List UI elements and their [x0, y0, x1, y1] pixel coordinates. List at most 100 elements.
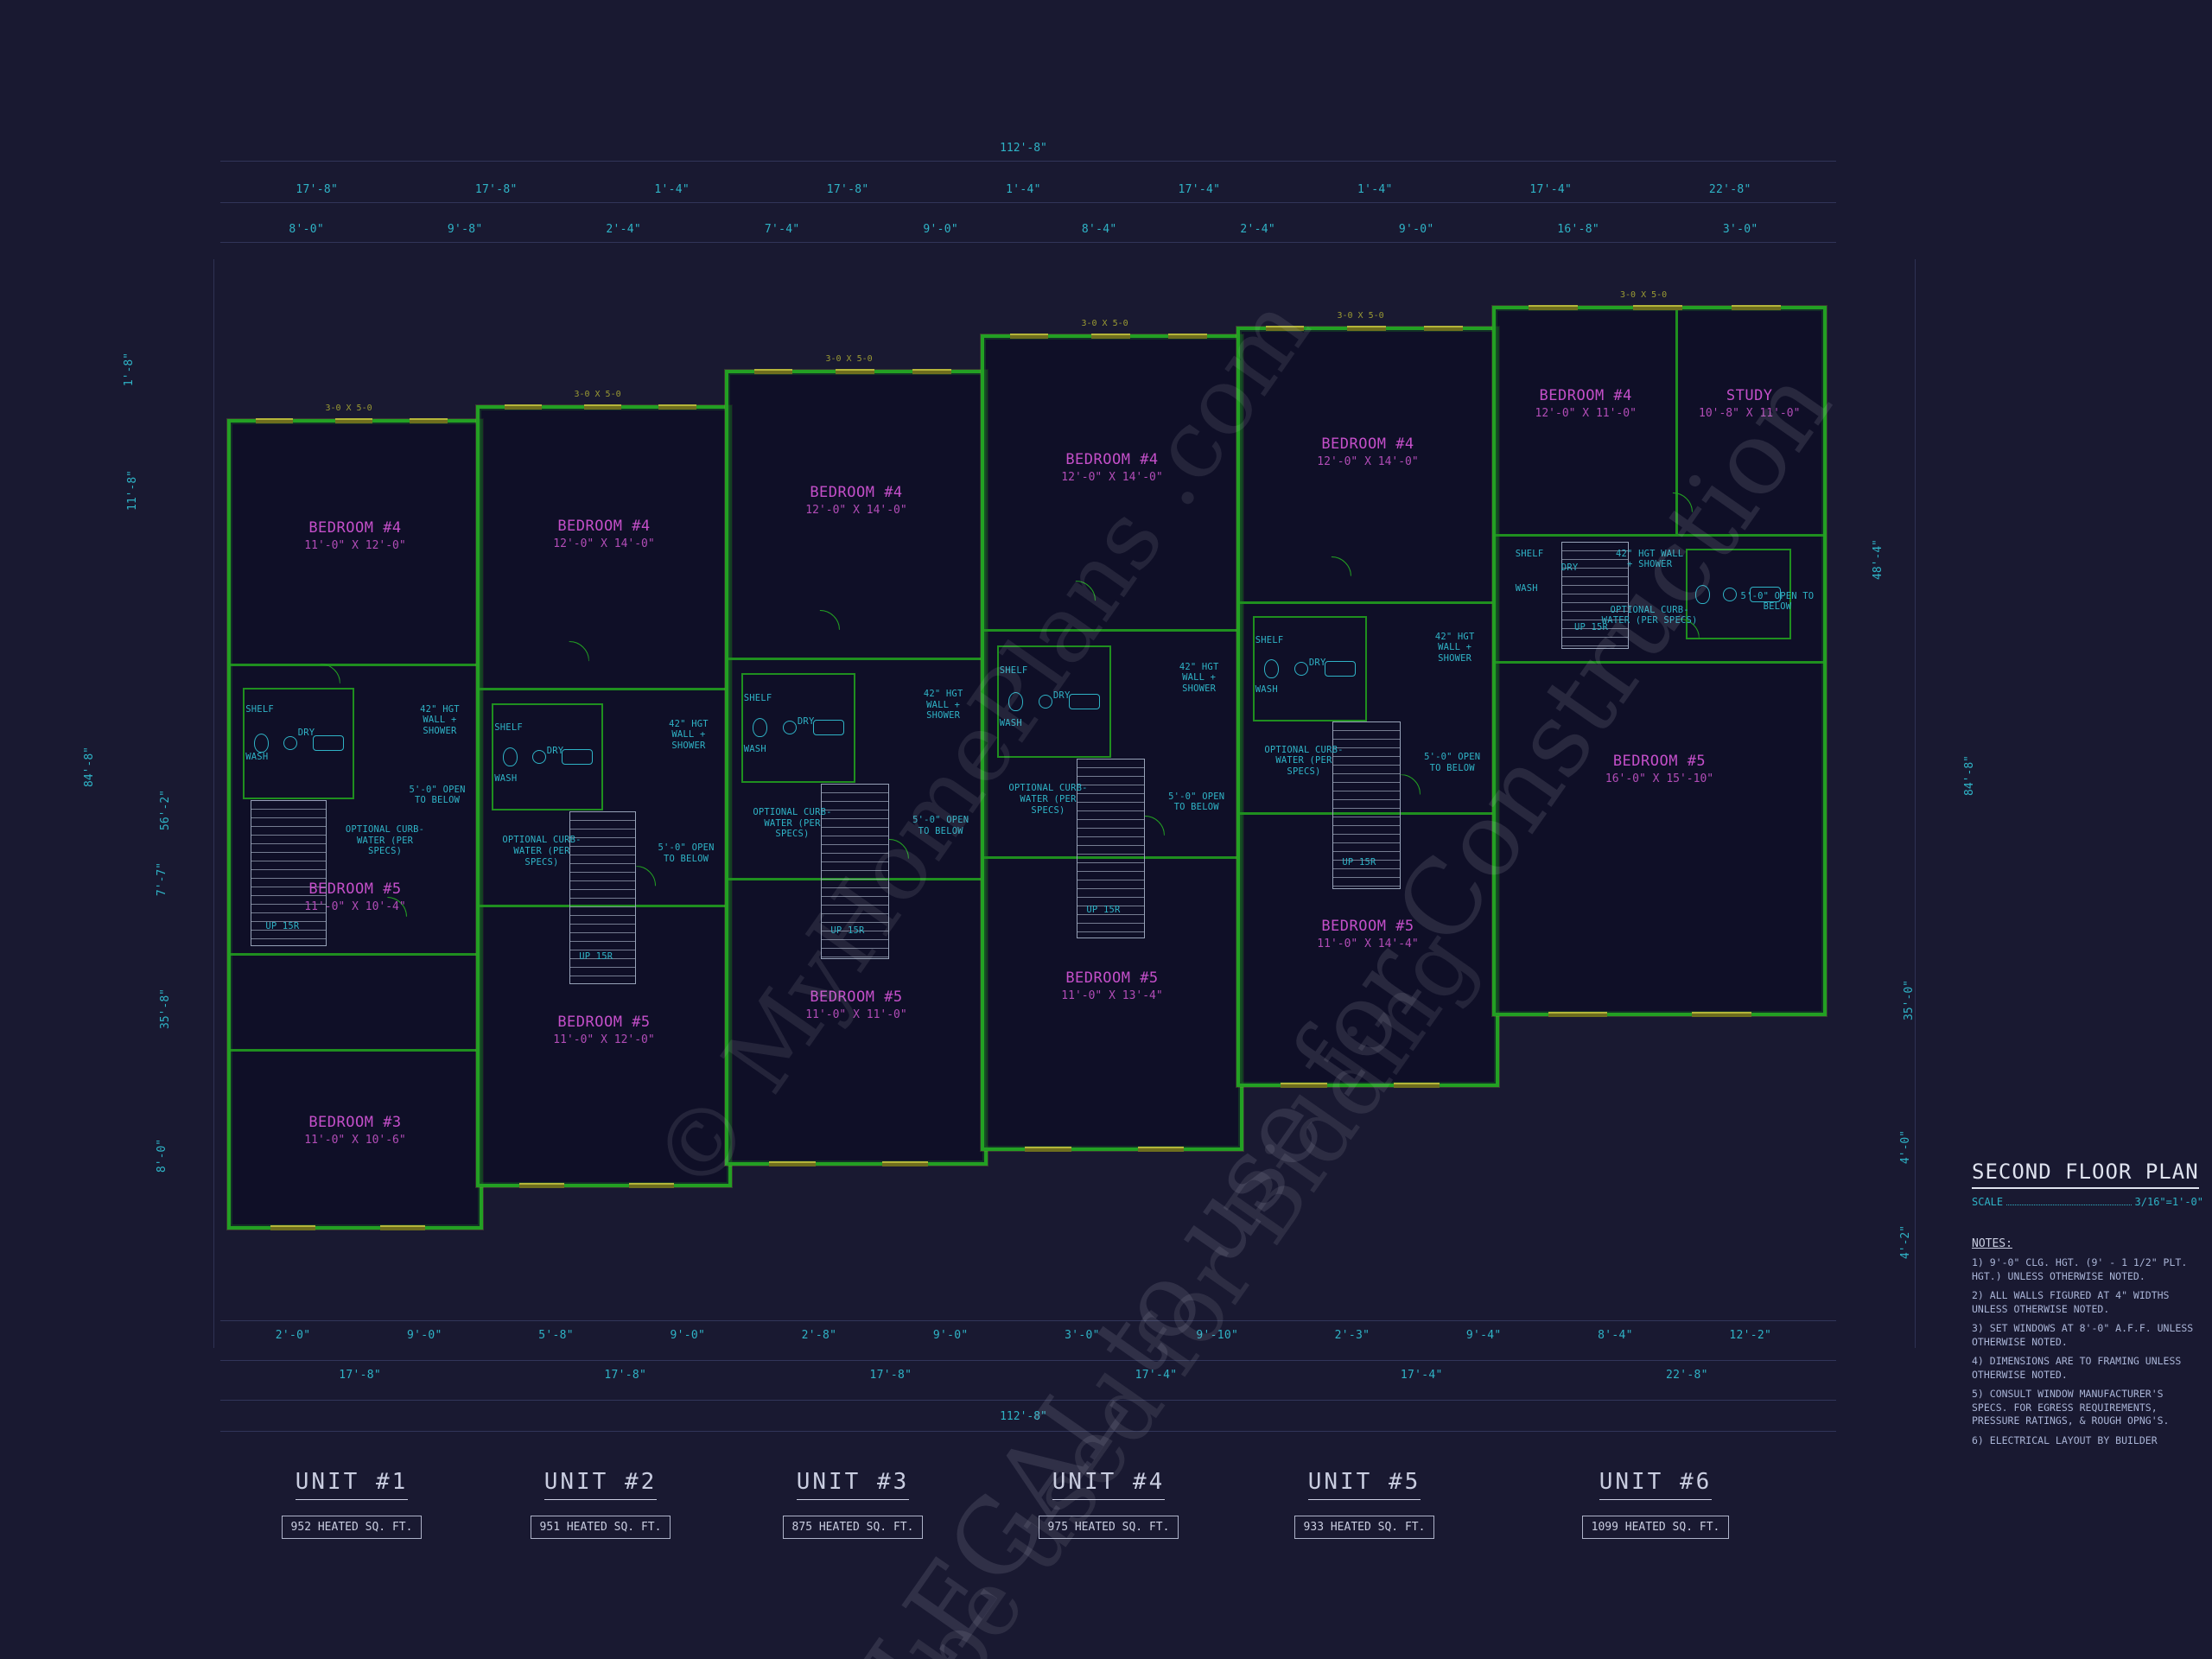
- fixture-label: SHELF: [245, 703, 274, 715]
- dimension-label: 1'-4": [1006, 183, 1041, 196]
- room-name: BEDROOM #5: [557, 1013, 651, 1031]
- interior-wall: [1240, 601, 1496, 604]
- dimension-label: 48'-4": [1871, 539, 1885, 580]
- dimension-line: [213, 259, 214, 1348]
- dimension-label: 9'-0": [670, 1329, 706, 1342]
- fixture-label: DRY: [297, 728, 315, 739]
- fixture-label: SHELF: [1255, 635, 1284, 646]
- dimension-label: 7'-4": [764, 223, 800, 236]
- room-name: BEDROOM #4: [1539, 386, 1632, 404]
- fixture-label: WASH: [494, 772, 518, 784]
- unit-name: UNIT #1: [295, 1469, 409, 1500]
- note-item: 6) ELECTRICAL LAYOUT BY BUILDER: [1972, 1433, 2158, 1446]
- unit-sqft-badge: 975 HEATED SQ. FT.: [1038, 1516, 1179, 1539]
- stairs: [1332, 721, 1401, 890]
- fixture-label: UP 15R: [265, 920, 300, 931]
- unit-3-label: UNIT #3 875 HEATED SQ. FT.: [758, 1469, 948, 1539]
- sink-icon: [532, 750, 547, 765]
- dimension-label: 2'-3": [1334, 1329, 1370, 1342]
- door-arc: [1331, 556, 1351, 576]
- shower-icon: [1068, 693, 1100, 709]
- fixture-label: DRY: [1052, 690, 1071, 701]
- window-marker: [1009, 334, 1048, 339]
- note-item: 4) DIMENSIONS ARE TO FRAMING UNLESS OTHE…: [1972, 1355, 2182, 1381]
- toilet-icon: [753, 718, 768, 738]
- bathroom: [996, 645, 1112, 758]
- room-label: BEDROOM #4 11'-0" X 12'-0": [231, 519, 480, 552]
- fixture-label: 42" HGT WALL + SHOWER: [923, 689, 963, 721]
- window-marker: [1548, 1012, 1607, 1017]
- shower-icon: [561, 749, 593, 766]
- dimension-label: 84'-8": [1962, 755, 1976, 796]
- dimension-label: 1'-8": [123, 352, 137, 387]
- fixture-label: UP 15R: [1573, 622, 1609, 633]
- dimension-label: 5'-8": [538, 1329, 574, 1342]
- dimension-label: 8'-4": [1598, 1329, 1633, 1342]
- fixture-label: 5'-0" OPEN TO BELOW: [409, 784, 466, 806]
- window-marker: [912, 369, 951, 374]
- window-marker: [519, 1183, 564, 1188]
- dimension-line: [220, 161, 1836, 162]
- dimension-label: 1'-4": [654, 183, 690, 196]
- room-label: BEDROOM #4 12'-0" X 14'-0": [1240, 435, 1496, 468]
- unit-6-label: UNIT #6 1099 HEATED SQ. FT.: [1560, 1469, 1751, 1539]
- dimension-label: 9'-0": [1398, 223, 1434, 236]
- room-dims: 12'-0" X 11'-0": [1535, 406, 1637, 420]
- room-name: BEDROOM #4: [1065, 451, 1159, 469]
- room-name: BEDROOM #4: [810, 483, 903, 501]
- unit-sqft-badge: 951 HEATED SQ. FT.: [530, 1516, 671, 1539]
- interior-wall: [728, 657, 984, 660]
- dimension-label: 56'-2": [158, 790, 172, 830]
- fixture-label: OPTIONAL CURB-WATER (PER SPECS): [502, 835, 582, 868]
- room-name: BEDROOM #4: [557, 517, 651, 535]
- dimension-row-top-3: 8'-0" 9'-8" 2'-4" 7'-4" 9'-0" 8'-4" 2'-4…: [227, 223, 1820, 236]
- unit-sqft-badge: 933 HEATED SQ. FT.: [1294, 1516, 1435, 1539]
- dimension-line: [220, 242, 1836, 243]
- fixture-label: DRY: [1308, 658, 1326, 669]
- room-label: BEDROOM #4 12'-0" X 11'-0": [1496, 387, 1675, 420]
- fixture-label: SHELF: [743, 692, 772, 703]
- unit-name: UNIT #6: [1599, 1469, 1713, 1500]
- interior-wall: [984, 629, 1240, 632]
- dimension-label: 17'-8": [474, 183, 518, 196]
- room-name: BEDROOM #5: [810, 988, 903, 1007]
- fixture-label: 42" HGT WALL + SHOWER: [420, 703, 460, 736]
- fixture-label: DRY: [1560, 563, 1579, 574]
- dimension-label: 84'-8": [82, 747, 96, 787]
- stairs: [1560, 541, 1629, 649]
- unit-name: UNIT #5: [1307, 1469, 1421, 1500]
- dimension-row-bottom-1: 2'-0" 9'-0" 5'-8" 9'-0" 2'-8" 9'-0" 3'-0…: [227, 1329, 1820, 1342]
- room-dims: 11'-0" X 12'-0": [553, 1033, 655, 1046]
- unit-name: UNIT #3: [796, 1469, 910, 1500]
- interior-wall: [231, 952, 480, 956]
- scale-value: 3/16"=1'-0": [2134, 1196, 2203, 1208]
- dimension-label: 22'-8": [1665, 1369, 1708, 1382]
- dimension-line: [1915, 259, 1916, 1348]
- dimension-label: 17'-8": [826, 183, 869, 196]
- room-label: BEDROOM #4 12'-0" X 14'-0": [984, 451, 1240, 484]
- dimension-label: 17'-8": [339, 1369, 381, 1382]
- shower-icon: [812, 720, 844, 736]
- dimension-label: 35'-8": [158, 988, 172, 1029]
- dimension-label: 17'-8": [869, 1369, 912, 1382]
- toilet-icon: [1008, 691, 1024, 711]
- window-marker: [1633, 305, 1683, 310]
- interior-wall: [1496, 661, 1823, 664]
- dimension-label: 17'-4": [1529, 183, 1573, 196]
- room-name: BEDROOM #5: [1612, 752, 1707, 770]
- dimension-line: [220, 1360, 1836, 1361]
- dimension-label: 17'-4": [1400, 1369, 1443, 1382]
- dimension-line: [220, 202, 1836, 203]
- window-size-label: 3-0 X 5-0: [1337, 311, 1384, 321]
- fixture-label: WASH: [1515, 583, 1538, 594]
- stairs: [820, 783, 889, 959]
- notes-heading: NOTES:: [1972, 1237, 2012, 1250]
- window-marker: [628, 1183, 674, 1188]
- window-marker: [410, 418, 448, 423]
- window-size-label: 3-0 X 5-0: [825, 354, 873, 364]
- unit-sqft-badge: 952 HEATED SQ. FT.: [281, 1516, 423, 1539]
- dimension-label: 4'-2": [1899, 1224, 1913, 1260]
- fixture-label: 5'-0" OPEN TO BELOW: [1424, 752, 1481, 773]
- window-size-label: 3-0 X 5-0: [574, 390, 621, 399]
- room-label: BEDROOM #4 12'-0" X 14'-0": [728, 484, 984, 517]
